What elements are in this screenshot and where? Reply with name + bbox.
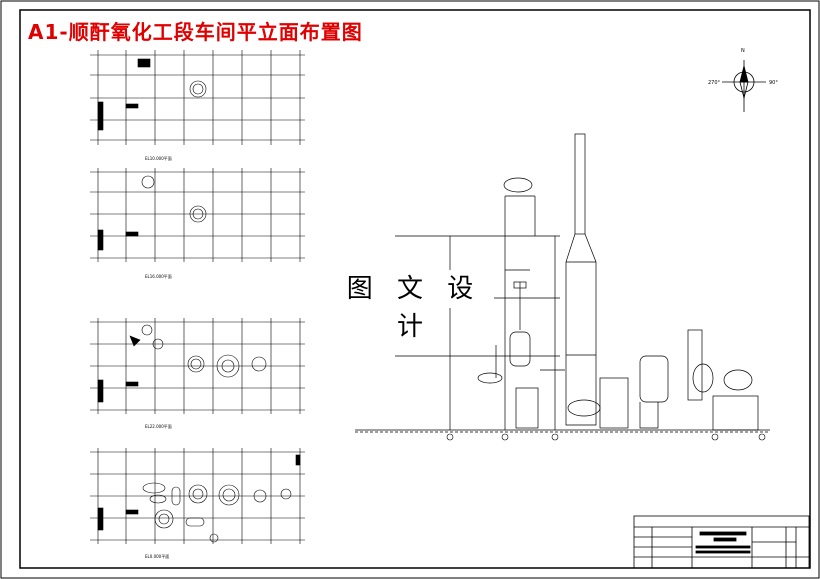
floor-plan-2 — [90, 168, 305, 262]
compass-labels: N 270° 90° — [708, 48, 778, 86]
watermark: 图 文 设 计 — [334, 270, 494, 342]
north-compass — [722, 60, 766, 112]
floor-plan-4-labels: EL0.000平面 — [145, 554, 169, 559]
svg-text:EL10.000平面: EL10.000平面 — [145, 156, 172, 161]
elevation-axis-markers — [446, 433, 766, 441]
compass-east-label: 90° — [769, 80, 778, 86]
floor-plan-4 — [90, 448, 305, 544]
inner-border — [19, 9, 811, 569]
floor-plan-1-labels: EL10.000平面 — [145, 156, 172, 161]
floor-plan-3 — [90, 318, 305, 414]
elevation-view — [355, 133, 770, 433]
floor-plan-2-labels: EL16.000平面 — [145, 274, 172, 279]
floor-plan-3-labels: EL22.000平面 — [145, 424, 172, 429]
title-block — [633, 515, 810, 569]
compass-west-label: 270° — [708, 80, 721, 86]
floor-plan-1 — [90, 50, 305, 145]
svg-text:EL16.000平面: EL16.000平面 — [145, 274, 172, 279]
compass-north-label: N — [741, 48, 745, 54]
svg-text:EL0.000平面: EL0.000平面 — [145, 554, 169, 559]
drawing-title: A1-顺酐氧化工段车间平立面布置图 — [28, 20, 363, 44]
svg-text:EL22.000平面: EL22.000平面 — [145, 424, 172, 429]
